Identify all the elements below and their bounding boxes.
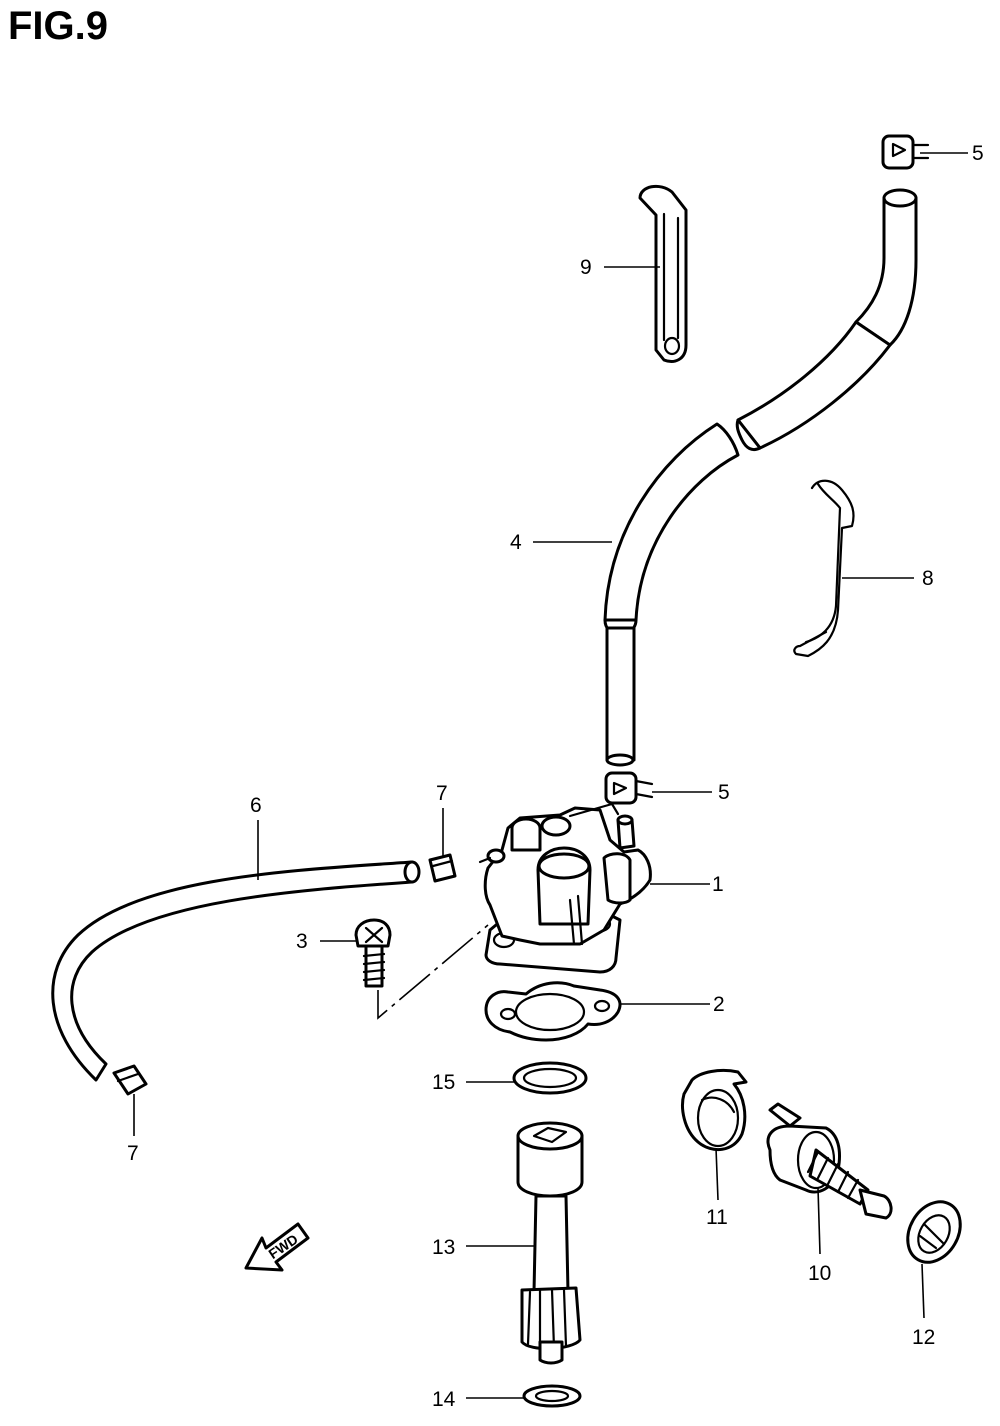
callout-5-lower: 5 xyxy=(718,781,730,804)
callout-13: 13 xyxy=(432,1236,455,1259)
part-shaft-assembly xyxy=(766,1102,893,1220)
callout-7-upper: 7 xyxy=(436,782,448,805)
callout-6: 6 xyxy=(250,794,262,817)
callout-8: 8 xyxy=(922,567,934,590)
callout-15: 15 xyxy=(432,1071,455,1094)
assembly-line xyxy=(377,924,489,1020)
part-hose-guide xyxy=(638,184,688,363)
part-washer xyxy=(522,1384,582,1408)
part-gasket xyxy=(484,981,622,1042)
fwd-direction-arrow: FWD xyxy=(244,1222,310,1272)
leader-lines xyxy=(133,152,968,1399)
part-screw xyxy=(354,918,392,988)
callout-10: 10 xyxy=(808,1262,831,1285)
part-oil-hose xyxy=(51,860,421,1082)
callout-1: 1 xyxy=(712,873,724,896)
callout-12: 12 xyxy=(912,1326,935,1349)
part-hose-stopper-upper xyxy=(428,853,457,883)
callout-3: 3 xyxy=(296,930,308,953)
callout-5-top: 5 xyxy=(972,142,984,165)
part-bushing xyxy=(681,1068,748,1151)
callout-11: 11 xyxy=(706,1206,728,1229)
callout-14: 14 xyxy=(432,1388,456,1411)
part-wire-clip xyxy=(793,479,855,658)
part-driven-gear-shaft xyxy=(516,1121,584,1365)
figure-title: FIG.9 xyxy=(8,4,109,48)
callout-2: 2 xyxy=(713,993,725,1016)
part-hose-stopper-lower xyxy=(112,1064,148,1096)
callout-7-lower: 7 xyxy=(127,1142,139,1165)
part-oil-pump xyxy=(478,802,652,974)
part-o-ring xyxy=(512,1061,588,1095)
part-hose-clip-lower xyxy=(604,771,654,805)
part-hose-clip-top xyxy=(881,134,930,170)
part-oil-seal xyxy=(906,1200,962,1264)
callout-labels: 1 2 3 4 5 5 6 7 7 8 9 10 11 12 13 14 15 xyxy=(127,142,984,1411)
callout-4: 4 xyxy=(510,531,522,554)
part-hose-upper xyxy=(603,188,918,767)
callout-9: 9 xyxy=(580,256,592,279)
